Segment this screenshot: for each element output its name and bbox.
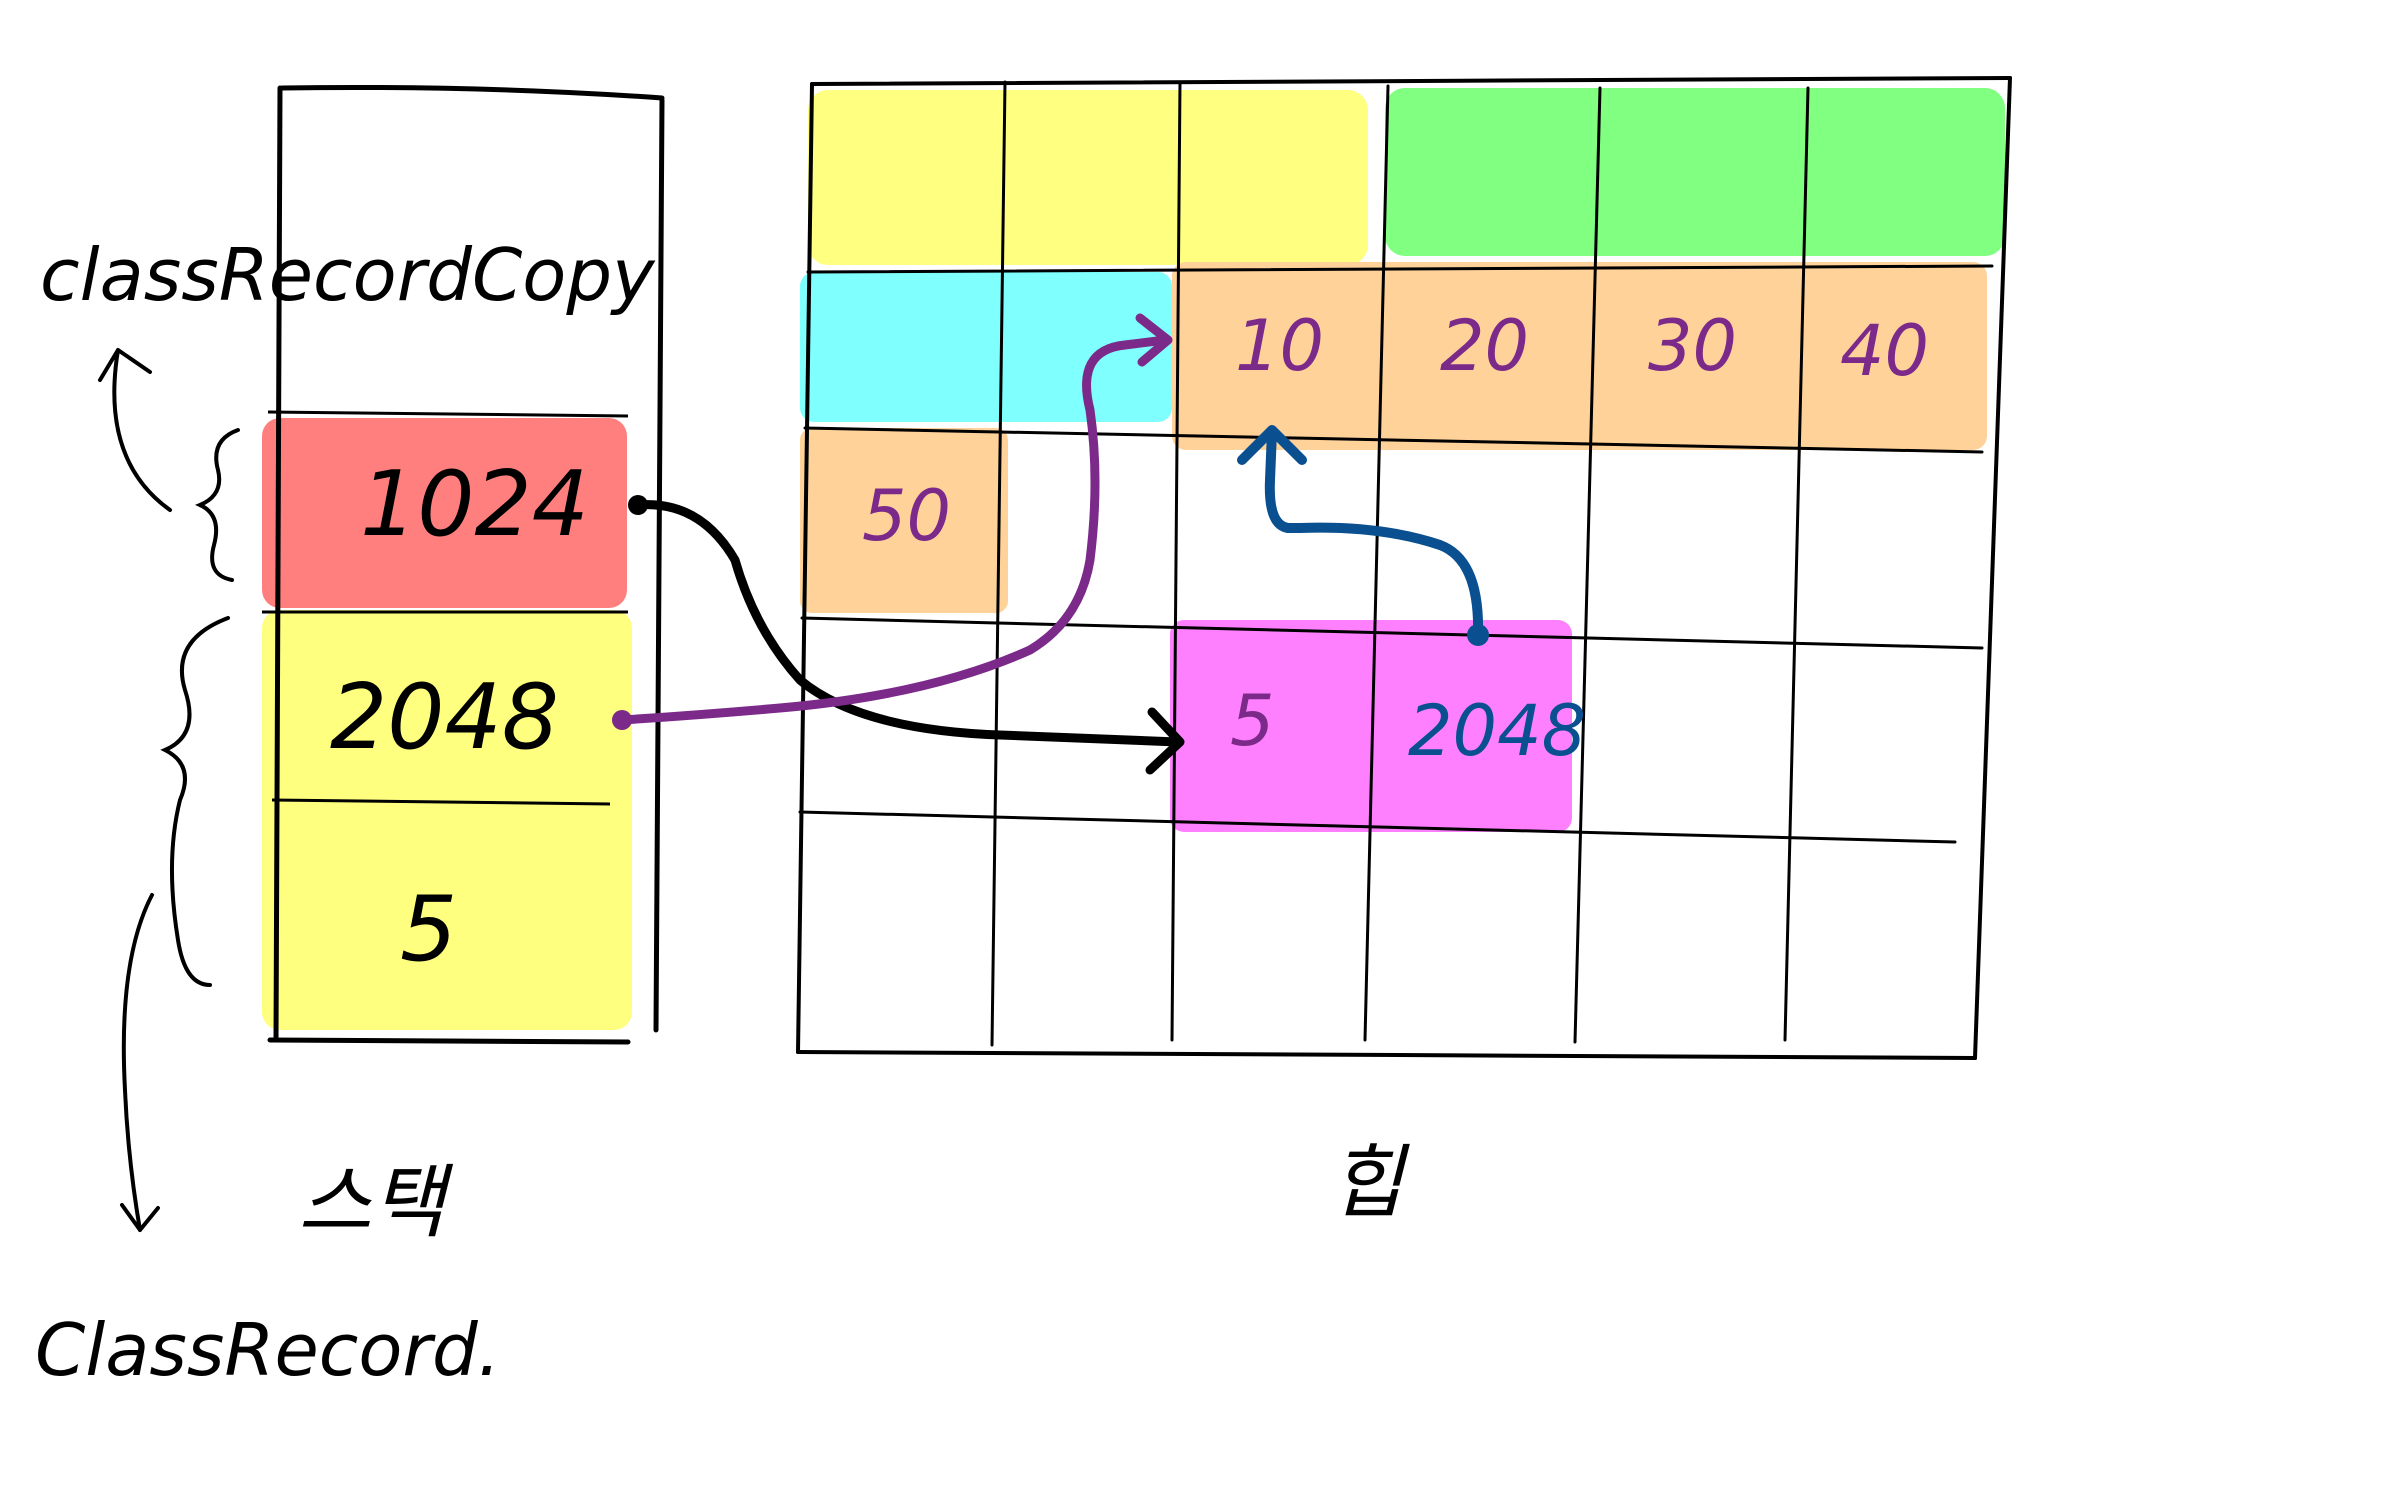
heap-array-value: 10 bbox=[1235, 305, 1324, 387]
heap-col-line bbox=[1783, 86, 1810, 1042]
stack-divider bbox=[271, 798, 611, 806]
heap: 10 20 30 40 50 5 2048 bbox=[796, 76, 2012, 1060]
label-original-variable: ClassRecord. bbox=[35, 1308, 501, 1392]
heap-caption: 힙 bbox=[1330, 1136, 1410, 1229]
stack-frame-outline bbox=[267, 84, 665, 1045]
heap-object-field: 2048 bbox=[1408, 690, 1586, 772]
heap-used-yellow bbox=[808, 90, 1368, 265]
stack-cell-5: 5 bbox=[400, 877, 457, 982]
arrow-to-original-label bbox=[120, 893, 160, 1232]
heap-used-green bbox=[1385, 88, 2005, 256]
heap-used-cyan bbox=[800, 272, 1172, 422]
heap-border-left bbox=[796, 82, 814, 1054]
heap-col-line bbox=[1573, 86, 1602, 1044]
heap-array-fill-tail bbox=[800, 428, 1008, 613]
arrow-stack-2048-to-array bbox=[612, 313, 1173, 730]
stack-cell-2048: 2048 bbox=[330, 665, 559, 770]
heap-row-line bbox=[806, 264, 1994, 274]
arrow-to-copy-label bbox=[98, 348, 172, 512]
stack-cell-1024: 1024 bbox=[360, 452, 589, 557]
heap-col-line bbox=[1170, 80, 1182, 1042]
heap-array-value: 50 bbox=[862, 475, 951, 557]
brace-original bbox=[160, 616, 230, 987]
heap-col-line bbox=[990, 80, 1007, 1047]
heap-row-line bbox=[798, 810, 1957, 844]
label-copy-variable: classRecordCopy bbox=[40, 233, 656, 317]
heap-border-right bbox=[1973, 76, 2012, 1060]
stack-divider bbox=[267, 410, 629, 418]
arrow-object-field-to-array bbox=[1237, 425, 1489, 646]
heap-object-field: 5 bbox=[1230, 680, 1275, 762]
heap-col-line bbox=[1363, 84, 1390, 1042]
brace-copy bbox=[194, 428, 240, 582]
heap-array-value: 40 bbox=[1840, 310, 1929, 392]
stack-cell-fill-ref bbox=[262, 418, 627, 608]
heap-object-fill bbox=[1170, 620, 1572, 832]
heap-border-bottom bbox=[796, 1050, 1977, 1060]
heap-array-fill bbox=[1172, 262, 1987, 450]
stack: 1024 2048 5 bbox=[160, 84, 665, 1045]
stack-caption: 스택 bbox=[298, 1156, 454, 1249]
heap-array-value: 30 bbox=[1648, 305, 1737, 387]
arrow-copy-ref-to-object bbox=[628, 495, 1185, 775]
stack-cell-fill-object bbox=[262, 610, 632, 1030]
heap-border-top bbox=[810, 76, 2012, 86]
heap-array-value: 20 bbox=[1440, 305, 1529, 387]
